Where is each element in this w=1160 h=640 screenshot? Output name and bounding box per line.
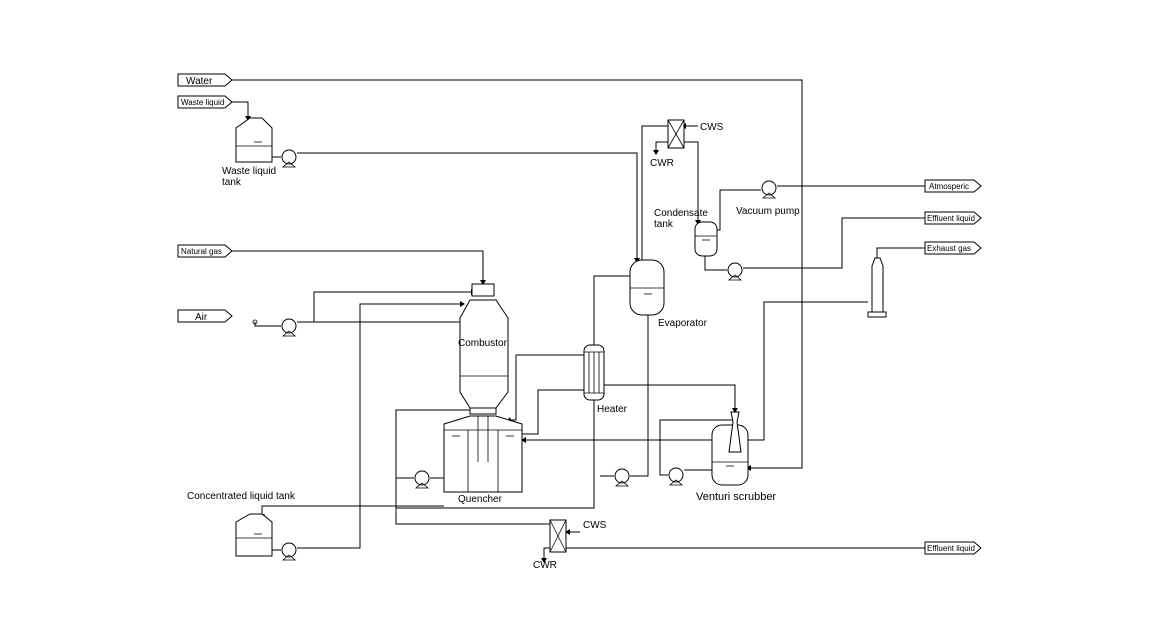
cws-top-label: CWS (700, 122, 724, 133)
condensate-pump (727, 262, 743, 281)
condensate-tank (694, 221, 718, 257)
concentrated-liquid-tank (235, 513, 273, 557)
waste-liquid-pump (281, 149, 297, 168)
stream-tag-natural-gas: Natural gas (177, 244, 233, 258)
stream-tag-effluent-liquid-1: Effluent liquid (924, 211, 982, 225)
concentrated-liquid-tank-label: Concentrated liquid tank (187, 491, 296, 502)
evaporator-pump (614, 468, 630, 487)
evaporator-label: Evaporator (658, 318, 708, 329)
stream-label-waste-liquid: Waste liquid (181, 98, 224, 107)
condenser-bottom (549, 519, 567, 553)
venturi-scrubber (711, 411, 749, 486)
venturi-scrubber-label: Venturi scrubber (696, 491, 776, 503)
quencher-label: Quencher (458, 494, 503, 505)
stream-label-atmosperic: Atmosperic (929, 182, 969, 191)
condensate-tank-label-2: tank (654, 219, 674, 230)
cwr-bottom-label: CWR (533, 560, 557, 571)
combustor (459, 283, 509, 415)
vacuum-pump-label: Vacuum pump (736, 206, 800, 217)
stream-label-exhaust-gas: Exhaust gas (927, 244, 971, 253)
stream-tag-exhaust-gas: Exhaust gas (924, 241, 982, 255)
concentrated-liquid-pump (281, 542, 297, 561)
stream-tag-atmosperic: Atmosperic (924, 179, 982, 193)
combustor-label: Combustor (458, 338, 508, 349)
cws-bottom-label: CWS (583, 520, 607, 531)
stream-tag-air: Air (177, 309, 233, 323)
exhaust-stack (867, 257, 887, 318)
stream-label-natural-gas: Natural gas (181, 247, 222, 256)
piping (232, 79, 925, 563)
venturi-pump (668, 467, 684, 486)
stream-label-air: Air (195, 312, 208, 323)
quencher-pump (414, 470, 430, 489)
stream-label-effluent-liquid-1: Effluent liquid (927, 214, 975, 223)
condenser-top (667, 119, 685, 149)
waste-liquid-tank-label-1: Waste liquid (222, 166, 276, 177)
condensate-tank-label-1: Condensate (654, 208, 708, 219)
heater (583, 344, 605, 401)
quencher (443, 415, 523, 493)
cwr-top-label: CWR (650, 158, 674, 169)
waste-liquid-tank-label-2: tank (222, 177, 242, 188)
stream-tag-effluent-liquid-2: Effluent liquid (924, 541, 982, 555)
vacuum-pump (761, 180, 777, 199)
stream-label-water: Water (186, 76, 213, 87)
stream-tag-water: Water (177, 73, 233, 87)
waste-liquid-tank (235, 117, 273, 163)
stream-tag-waste-liquid: Waste liquid (177, 95, 233, 109)
heater-label: Heater (597, 404, 628, 415)
air-blower (252, 318, 297, 337)
evaporator (629, 259, 665, 316)
stream-label-effluent-liquid-2: Effluent liquid (927, 544, 975, 553)
